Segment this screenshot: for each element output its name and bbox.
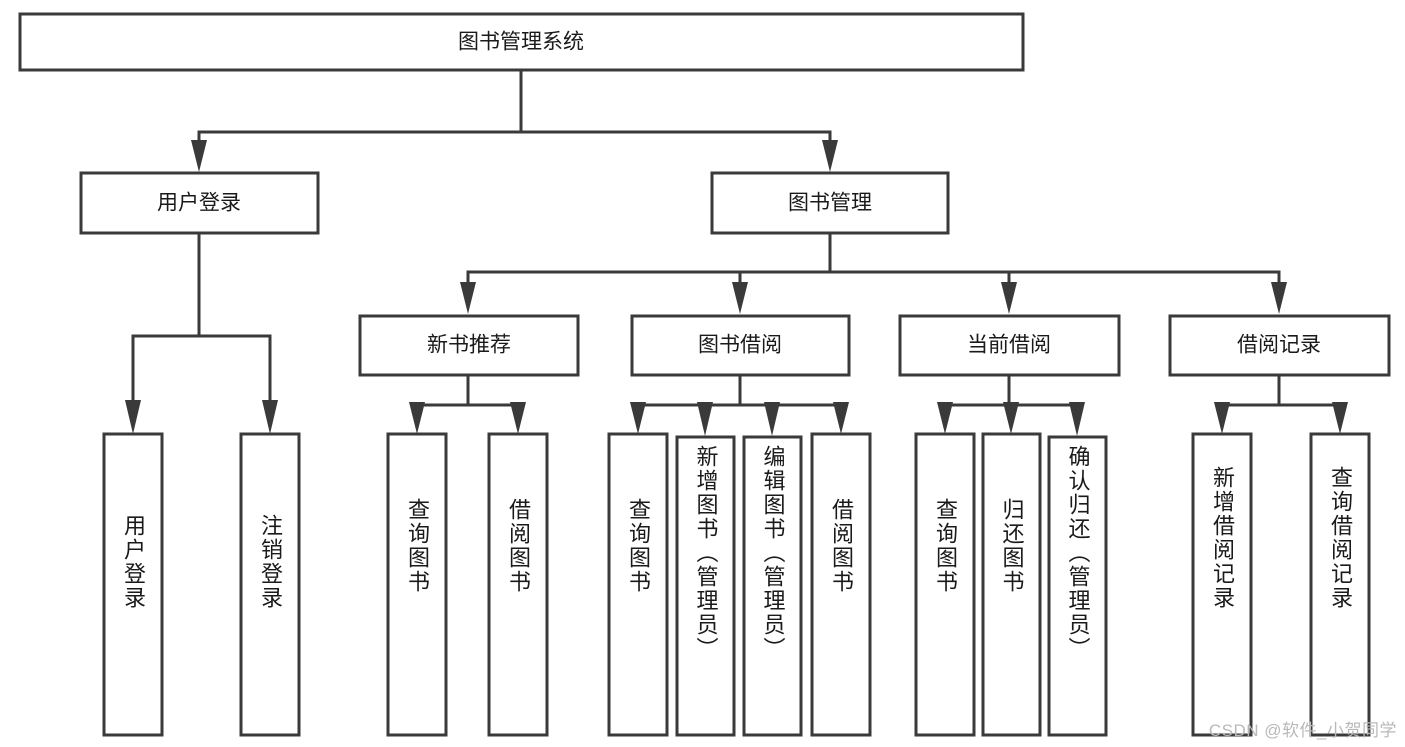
node-label-book-borrow: 图书借阅 <box>698 334 782 357</box>
arrow-icon-leaf-add-book <box>697 402 713 436</box>
node-box-leaf-query-book-3[interactable] <box>914 432 976 737</box>
node-box-root[interactable] <box>18 12 1025 72</box>
node-box-leaf-confirm-return[interactable] <box>1047 435 1108 737</box>
node-box-leaf-query-record[interactable] <box>1309 432 1371 737</box>
arrow-icon-leaf-borrow-book-1 <box>510 402 526 434</box>
arrow-icon-leaf-query-book-3 <box>937 402 953 434</box>
node-label-user-login: 用户登录 <box>157 192 241 215</box>
node-box-leaf-add-book[interactable] <box>675 435 736 737</box>
boxes-group: 图书管理系统 用户登录 图书管理 新书推荐 图书借阅 当前借阅 借阅记录 <box>18 12 1391 737</box>
arrow-icon-leaf-edit-book <box>764 402 780 436</box>
arrow-icon-leaf-logout <box>262 400 278 434</box>
arrow-icon-leaf-borrow-book-2 <box>833 402 849 434</box>
arrow-icon-leaf-return-book <box>1003 402 1019 434</box>
arrow-icon-leaf-query-book-2 <box>630 402 646 434</box>
node-box-new-book-recommend[interactable] <box>358 314 580 377</box>
node-box-book-manage[interactable] <box>710 171 950 235</box>
node-label-root: 图书管理系统 <box>458 31 584 54</box>
node-box-leaf-add-record[interactable] <box>1191 432 1253 737</box>
node-box-user-login[interactable] <box>79 171 320 235</box>
arrow-icon-borrow-record <box>1271 282 1287 314</box>
arrow-icon-leaf-add-record <box>1214 402 1230 434</box>
arrow-icon-leaf-user-login <box>125 400 141 434</box>
arrow-icon-leaf-confirm-return <box>1069 402 1085 436</box>
node-box-current-borrow[interactable] <box>898 314 1121 377</box>
node-label-book-manage: 图书管理 <box>788 192 872 215</box>
node-box-leaf-query-book-1[interactable] <box>386 432 448 737</box>
node-label-borrow-record: 借阅记录 <box>1237 334 1321 357</box>
node-box-leaf-edit-book[interactable] <box>742 435 803 737</box>
arrow-icon-user-login <box>191 140 207 172</box>
node-box-leaf-borrow-book-2[interactable] <box>810 432 872 737</box>
arrowheads-group <box>125 140 1348 436</box>
node-box-leaf-borrow-book-1[interactable] <box>487 432 549 737</box>
node-box-leaf-return-book[interactable] <box>981 432 1042 737</box>
node-box-leaf-logout[interactable] <box>239 432 301 737</box>
node-box-leaf-user-login[interactable] <box>102 432 164 737</box>
arrow-icon-leaf-query-record <box>1332 402 1348 434</box>
arrow-icon-book-borrow <box>732 282 748 314</box>
node-label-current-borrow: 当前借阅 <box>967 334 1051 357</box>
arrow-icon-new-book-recommend <box>460 282 476 314</box>
node-box-book-borrow[interactable] <box>630 314 851 377</box>
node-box-leaf-query-book-2[interactable] <box>607 432 669 737</box>
arrow-icon-book-manage <box>822 140 838 172</box>
arrow-icon-leaf-query-book-1 <box>409 402 425 434</box>
arrow-icon-current-borrow <box>1001 282 1017 314</box>
node-box-borrow-record[interactable] <box>1168 314 1391 377</box>
node-label-new-book-recommend: 新书推荐 <box>427 334 511 357</box>
csdn-watermark: CSDN @软件_小贺同学 <box>1208 721 1397 740</box>
